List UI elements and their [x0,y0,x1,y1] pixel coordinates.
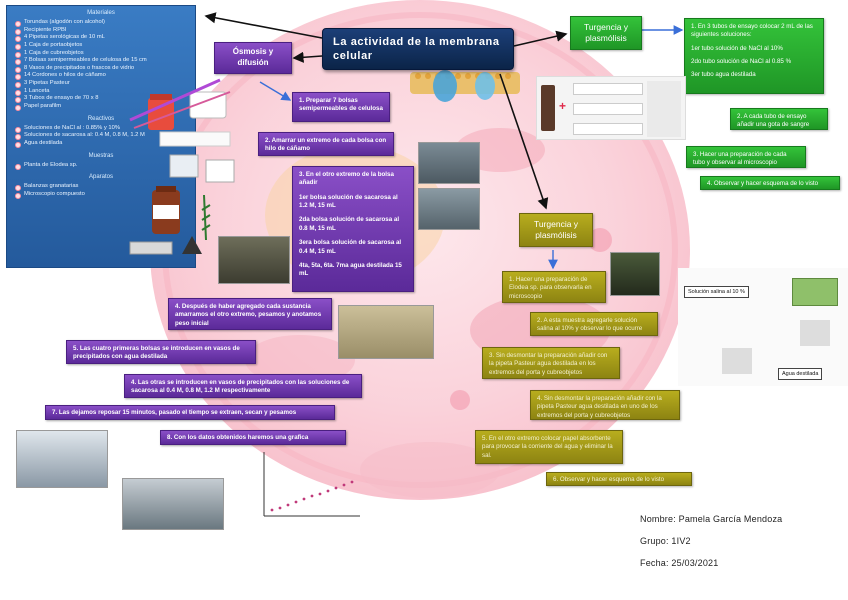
tt-step-1-tubo-1: 1er tubo solución de NaCl al 10% [691,44,783,52]
turgencia-top-step-1: 1. En 3 tubos de ensayo colocar 2 mL de … [684,18,824,94]
vasos-photo [338,305,434,359]
report-date: Fecha: 25/03/2021 [640,558,719,568]
list-item: 1 Lanceta [13,88,189,96]
student-group: Grupo: 1IV2 [640,536,691,546]
materials-header: Materiales [87,10,115,16]
lab-photo-2 [418,188,480,230]
turgencia-bottom-step-1: 1. Hacer una preparación de Elodea sp. p… [502,271,606,303]
list-item: Torundas (algodón con alcohol) [13,19,189,27]
osmosis-step-8: 8. Con los datos obtenidos haremos una g… [160,430,346,445]
observer-icon [722,348,752,374]
list-item: Soluciones de sacarosa al: 0.4 M, 0.8 M,… [13,132,189,140]
list-item: Recipiente RPBI [13,27,189,35]
osmosis-step-1: 1. Preparar 7 bolsas semipermeables de c… [292,92,390,122]
list-item: Planta de Elodea sp. [13,162,189,170]
list-item: 1 Caja de cubreobjetos [13,50,189,58]
list-item: Papel parafilm [13,103,189,111]
muestras-list: Planta de Elodea sp. [13,162,189,170]
bolsas-photo [218,236,290,284]
blood-procedure-figure: + [536,76,686,140]
elodea-figure: Solución salina al 10 % Agua destilada [678,268,848,386]
osmosis-step-2: 2. Amarrar un extremo de cada bolsa con … [258,132,394,156]
reactivos-header: Reactivos [87,115,115,122]
list-item: 14 Cordones o hilos de cáñamo [13,72,189,81]
main-title: La actividad de la membrana celular [322,28,514,70]
step-3-bolsa-2: 2da bolsa solución de sacarosa al 0.8 M,… [299,216,400,232]
list-item: Balanzas granatarias [13,183,189,191]
aparatos-header: Aparatos [88,174,113,181]
turgencia-bottom-step-5: 5. En el otro extremo colocar papel abso… [475,430,623,464]
osmosis-step-6: 4. Las otras se introducen en vasos de p… [124,374,362,398]
aparatos-list: Balanzas granatarias Microscopio compues… [13,183,189,199]
osmosis-step-3: 3. En el otro extremo de la bolsa añadir… [292,166,414,292]
turgencia-top-step-3: 3. Hacer una preparación de cada tubo y … [686,146,806,168]
step-3-intro: 3. En el otro extremo de la bolsa añadir [299,171,394,187]
step-3-bolsa-4-7: 4ta, 5ta, 6ta. 7ma agua destilada 15 mL [299,261,402,278]
student-name: Nombre: Pamela García Mendoza [640,514,783,524]
results-graph-sketch [263,452,360,517]
turgencia-top-step-4: 4. Observar y hacer esquema de lo visto [700,176,840,190]
lab-photo-3 [16,430,108,488]
osmosis-step-7: 7. Las dejamos reposar 15 minutos, pasad… [45,405,335,420]
list-item: 8 Vasos de precipitados o frascos de vid… [13,65,189,73]
turgencia-bottom-step-2: 2. A esta muestra agregarle solución sal… [530,312,658,336]
list-item: 3 Tubos de ensayo de 70 x 8 [13,95,189,104]
turgencia-bottom-step-6: 6. Observar y hacer esquema de lo visto [546,472,692,486]
list-item: 3 Pipetas Pasteur [13,80,189,88]
reactivos-list: Soluciones de NaCl al : 0.85% y 10% Solu… [13,125,189,148]
solucion-salina-label: Solución salina al 10 % [684,286,749,298]
step-3-bolsa-3: 3era bolsa solución de sacarosa al 0.4 M… [299,239,402,255]
lab-materials-illustration [129,78,235,255]
list-item: Agua destilada [13,140,189,148]
tt-step-1-intro: 1. En 3 tubos de ensayo colocar 2 mL de … [691,23,813,39]
microscope-icon [800,320,830,346]
turgencia-top-title: Turgencia y plasmólisis [570,16,642,50]
agua-destilada-label: Agua destilada [778,368,823,380]
list-item: Soluciones de NaCl al : 0.85% y 10% [13,125,189,133]
list-item: Microscopio compuesto [13,191,189,199]
lab-photo-1 [418,142,480,184]
tt-step-1-tubo-3: 3er tubo agua destilada [691,71,756,79]
turgencia-bottom-step-3: 3. Sin desmontar la preparación añadir c… [482,347,620,379]
materials-list: Torundas (algodón con alcohol) Recipient… [13,19,189,111]
step-3-bolsa-1: 1er bolsa solución de sacarosa al 1.2 M,… [299,193,398,210]
turgencia-bottom-title: Turgencia y plasmólisis [519,213,593,247]
elodea-micrograph [792,278,838,306]
tt-step-1-tubo-2: 2do tubo solución de NaCl al 0.85 % [691,58,792,66]
turgencia-bottom-step-4: 4. Sin desmontar la preparación añadir c… [530,390,680,420]
lab-photo-4 [122,478,224,530]
turgencia-top-step-2: 2. A cada tubo de ensayo añadir una gota… [730,108,828,130]
elodea-tubes-photo [610,252,660,296]
muestras-header: Muestras [88,152,114,159]
osmosis-step-4: 4. Después de haber agregado cada sustan… [168,298,332,330]
list-item: 4 Pipetas serológicas de 10 mL [13,34,189,42]
osmosis-step-5: 5. Las cuatro primeras bolsas se introdu… [66,340,256,364]
list-item: 7 Bolsas semipermeables de celulosa de 1… [13,57,189,65]
osmosis-title: Ósmosis y difusión [214,42,292,74]
list-item: 1 Caja de portaobjetos [13,42,189,50]
